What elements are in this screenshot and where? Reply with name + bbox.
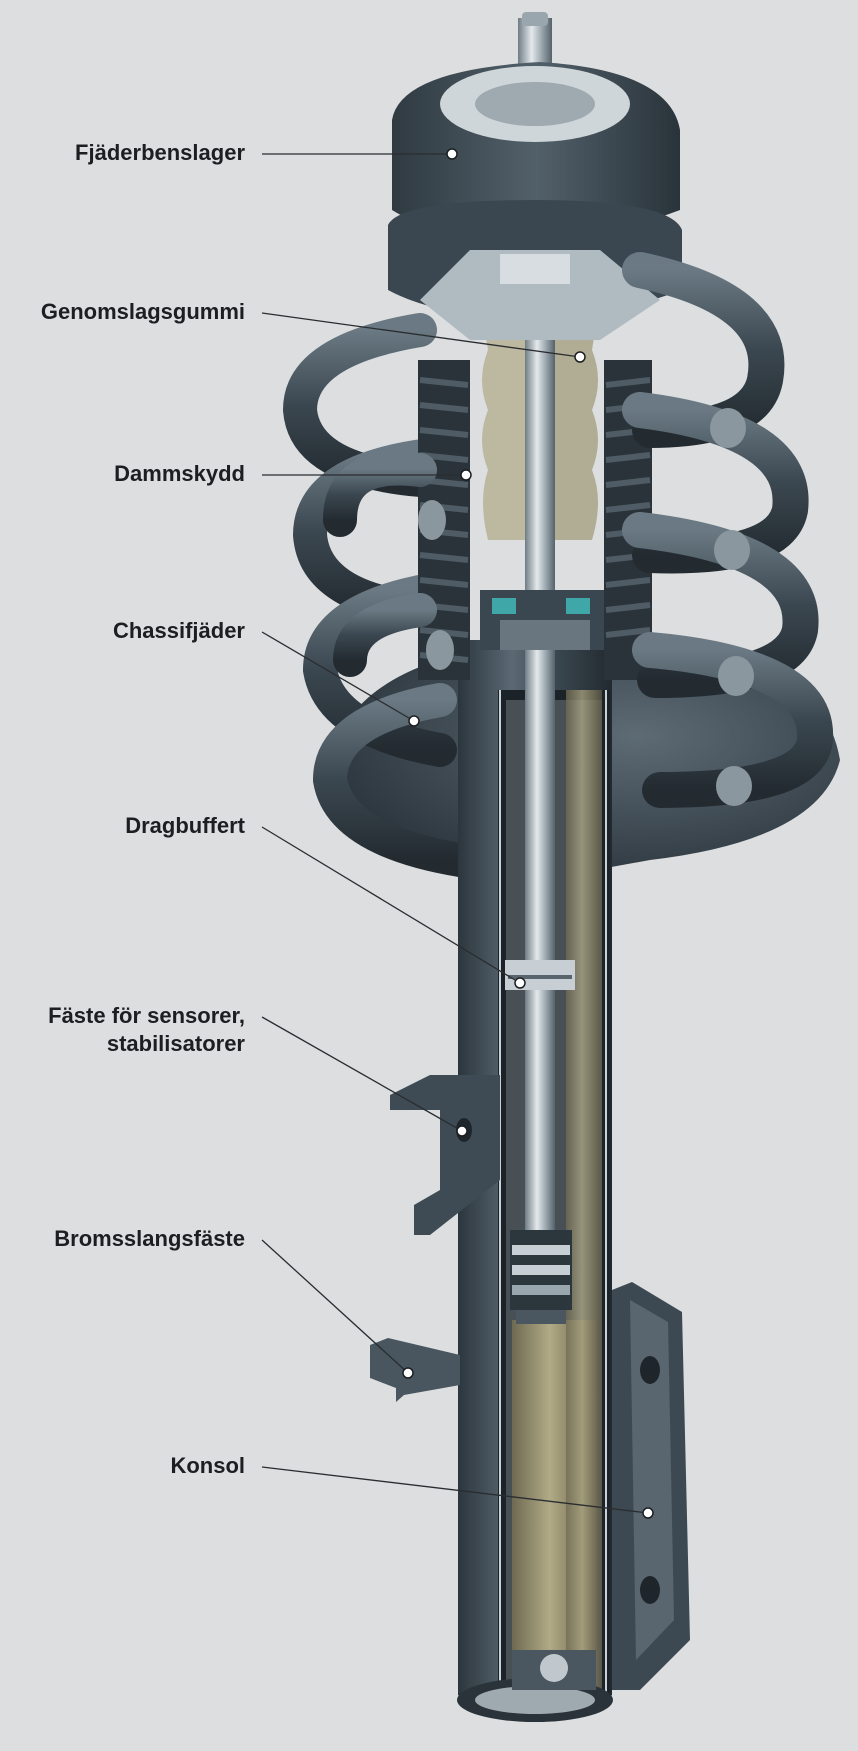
- label-konsol-text: Konsol: [5, 1452, 245, 1480]
- label-dragbuffert: Dragbuffert: [5, 812, 245, 840]
- label-dragbuffert-text: Dragbuffert: [5, 812, 245, 840]
- rod-guide-seal: [480, 590, 610, 650]
- label-dammskydd-text: Dammskydd: [5, 460, 245, 488]
- label-faste-sensorer-line1: Fäste för sensorer,: [5, 1002, 245, 1030]
- label-genomslagsgummi: Genomslagsgummi: [5, 298, 245, 326]
- callout-dot-faste-sensorer: [457, 1126, 467, 1136]
- label-chassifjader-text: Chassifjäder: [5, 617, 245, 645]
- bottom-valve: [512, 1650, 596, 1690]
- label-konsol: Konsol: [5, 1452, 245, 1480]
- label-faste-sensorer-line2: stabilisatorer: [5, 1030, 245, 1058]
- label-chassifjader: Chassifjäder: [5, 617, 245, 645]
- top-mount: [388, 62, 682, 340]
- label-genomslagsgummi-text: Genomslagsgummi: [5, 298, 245, 326]
- label-bromsslangsfaste: Bromsslangsfäste: [5, 1225, 245, 1253]
- label-fjaderbenslager: Fjäderbenslager: [5, 139, 245, 167]
- label-fjaderbenslager-text: Fjäderbenslager: [5, 139, 245, 167]
- callout-dot-bromsslangsfaste: [403, 1368, 413, 1378]
- label-dammskydd: Dammskydd: [5, 460, 245, 488]
- piston-rod: [525, 200, 555, 1280]
- callout-dot-genomslagsgummi: [575, 352, 585, 362]
- label-faste-sensorer: Fäste för sensorer, stabilisatorer: [5, 1002, 245, 1058]
- callout-dot-fjaderbenslager: [447, 149, 457, 159]
- callout-dot-chassifjader: [409, 716, 419, 726]
- callout-dot-dammskydd: [461, 470, 471, 480]
- callout-dot-konsol: [643, 1508, 653, 1518]
- callout-dot-dragbuffert: [515, 978, 525, 988]
- piston-assembly: [510, 1230, 572, 1324]
- brake-hose-bracket: [370, 1338, 460, 1402]
- label-bromsslangsfaste-text: Bromsslangsfäste: [5, 1225, 245, 1253]
